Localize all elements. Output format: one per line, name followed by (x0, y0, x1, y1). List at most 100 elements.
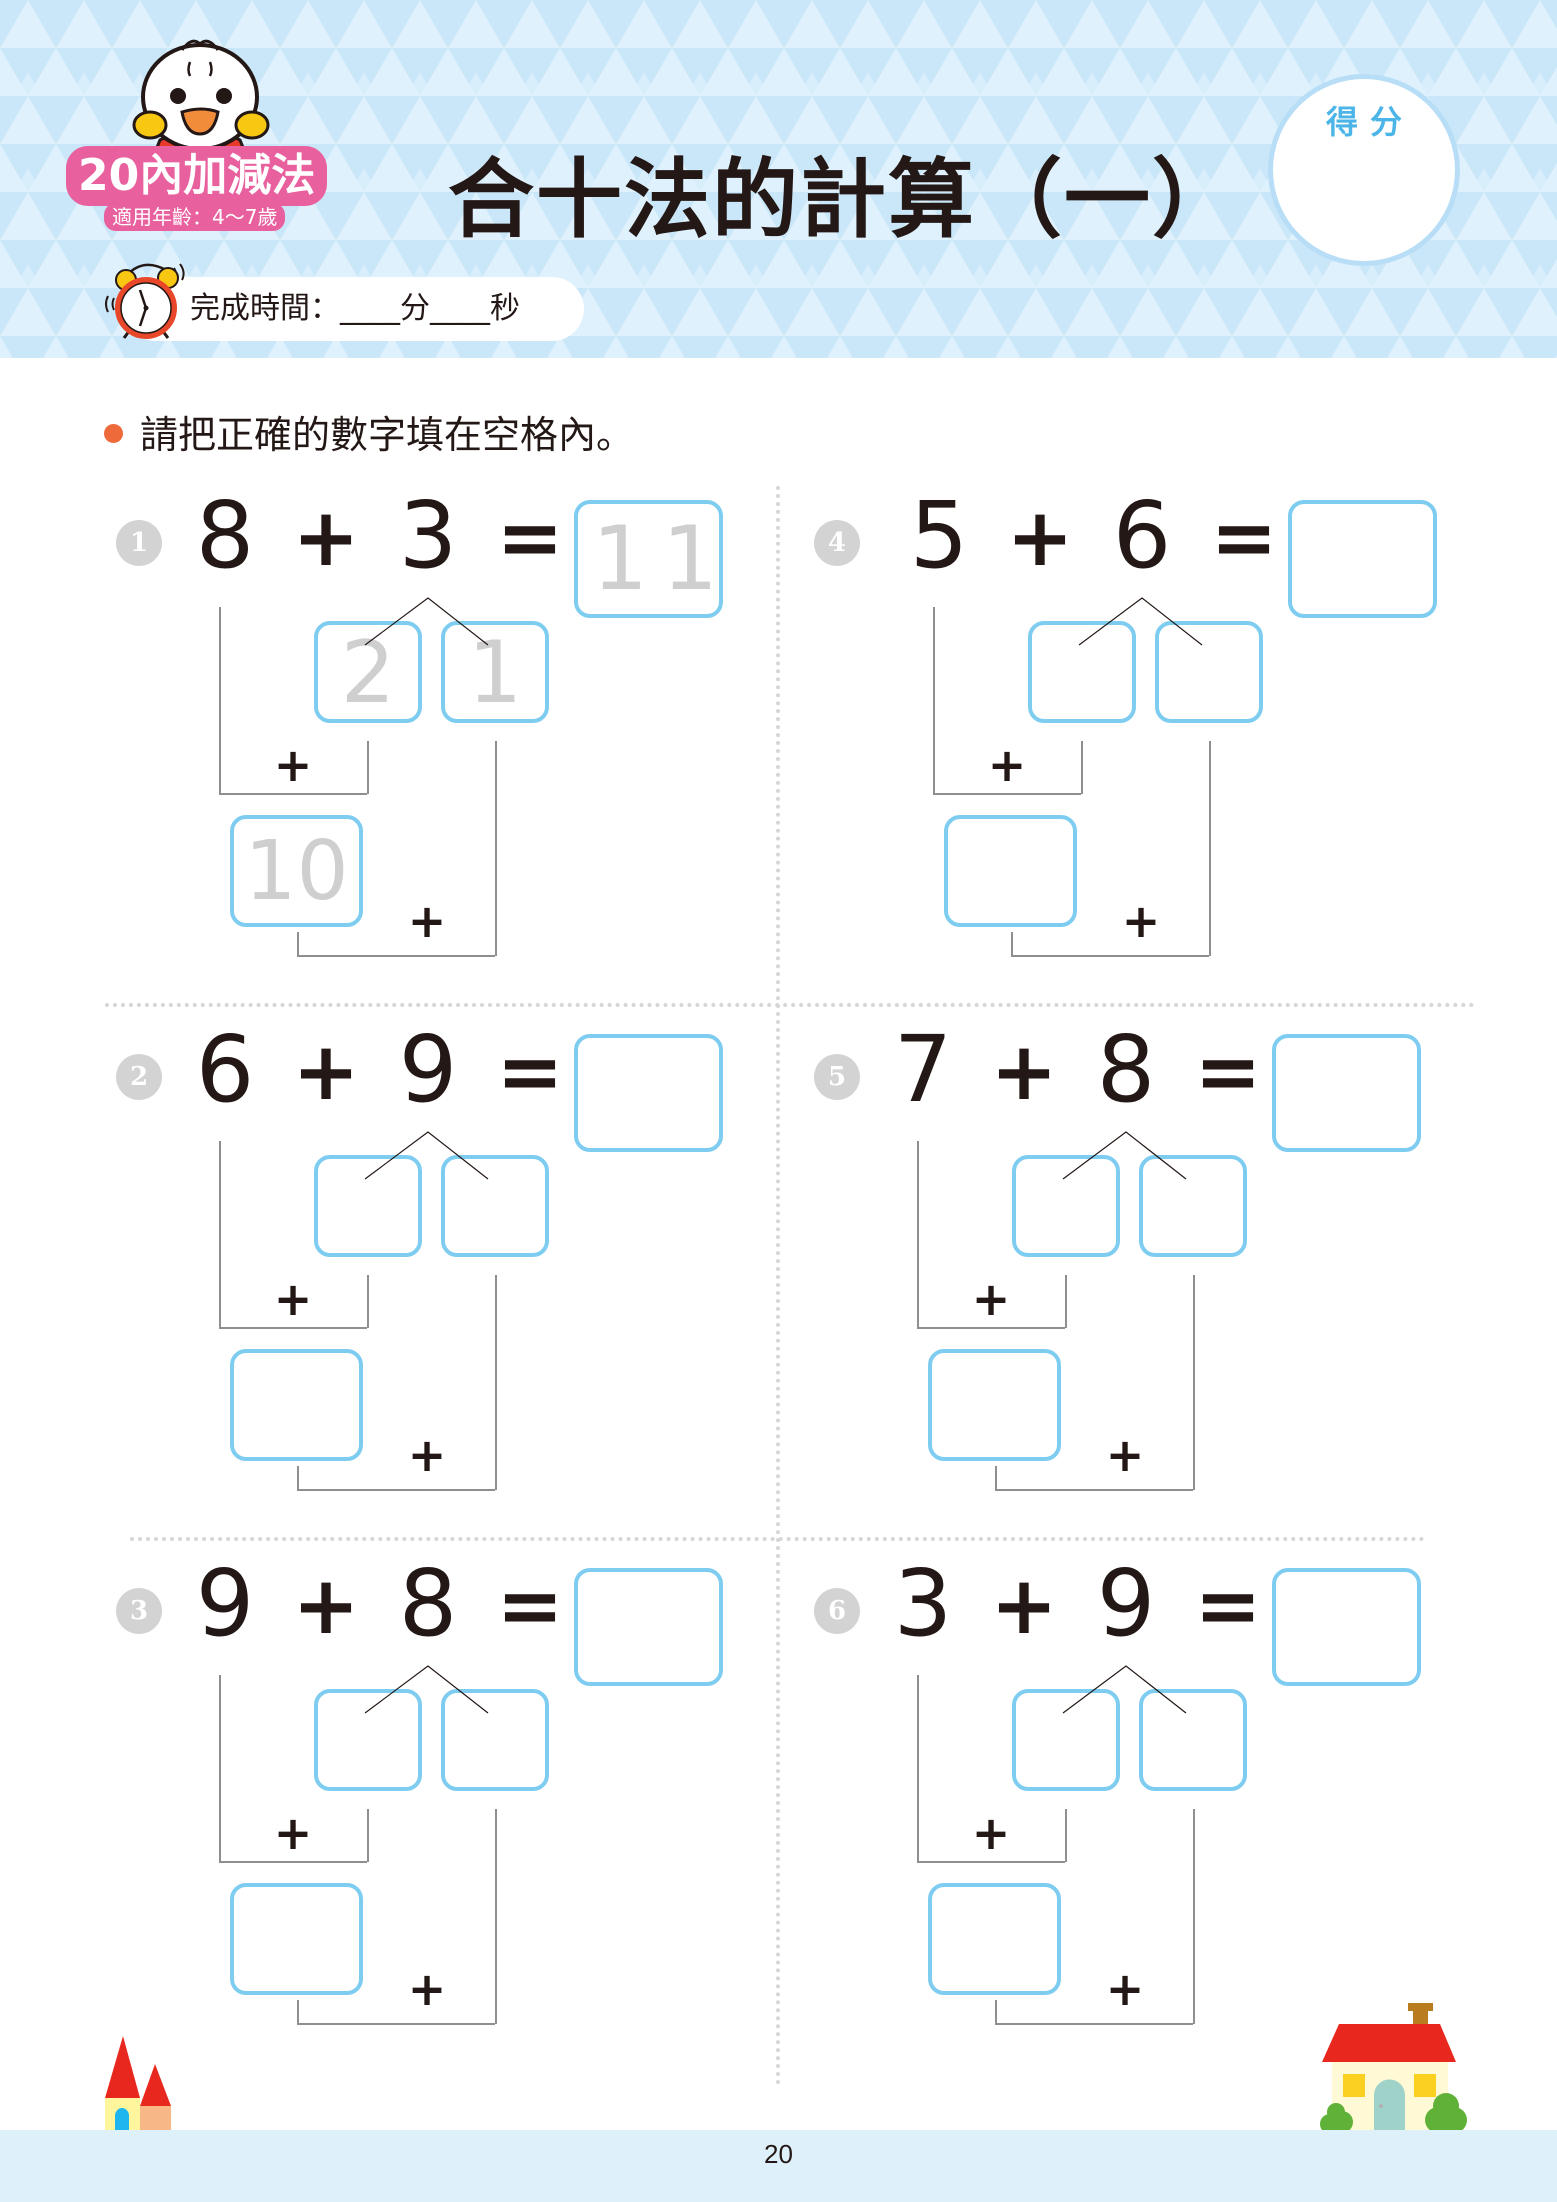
answer-box[interactable]: 11 (574, 500, 723, 618)
split-right-box[interactable] (1139, 1689, 1247, 1791)
make-ten-box[interactable] (944, 815, 1077, 927)
mascot-icon (132, 39, 270, 160)
bracket-line (495, 1275, 497, 1490)
split-right-box[interactable] (441, 1155, 549, 1257)
house-icon (1320, 2003, 1467, 2130)
split-lines (364, 1131, 489, 1180)
answer-box[interactable] (1288, 500, 1437, 618)
addend-b: 6 (1112, 482, 1172, 589)
make-ten-box[interactable]: 10 (230, 815, 363, 927)
make-ten-box[interactable] (928, 1883, 1061, 1995)
split-left-box[interactable] (1028, 621, 1136, 723)
bracket-line (933, 793, 1081, 795)
equals-sign: = (1194, 1559, 1262, 1652)
bracket-plus-sign: + (273, 1272, 313, 1326)
plus-sign: + (1006, 491, 1074, 584)
bracket-line (495, 1809, 497, 2024)
bracket-line (219, 1861, 367, 1863)
split-left-box[interactable] (1012, 1689, 1120, 1791)
age-range-label: 適用年齡：4～7歲 (104, 203, 286, 231)
page-title: 合十法的計算（一） (448, 150, 1240, 250)
addend-a: 9 (195, 1550, 255, 1657)
split-lines (364, 1665, 489, 1714)
make-ten-box[interactable] (928, 1349, 1061, 1461)
addend-b: 8 (398, 1550, 458, 1657)
bracket-line (917, 1141, 919, 1328)
column-divider (776, 486, 780, 2086)
page-number: 20 (764, 2139, 793, 2169)
bracket-line (1209, 741, 1211, 956)
addend-b: 9 (398, 1016, 458, 1123)
bracket-line (917, 1327, 1065, 1329)
addend-b: 9 (1096, 1550, 1156, 1657)
problem-number-badge: 5 (814, 1054, 860, 1100)
bracket-line (219, 793, 367, 795)
answer-box[interactable] (574, 1034, 723, 1152)
addend-a: 8 (195, 482, 255, 589)
plus-sign: + (990, 1559, 1058, 1652)
addend-a: 3 (893, 1550, 953, 1657)
split-left-box[interactable] (1012, 1155, 1120, 1257)
equals-sign: = (1210, 491, 1278, 584)
bracket-line (367, 1809, 369, 1862)
bracket-line (297, 1466, 299, 1490)
answer-box[interactable] (1272, 1568, 1421, 1686)
equals-sign: = (496, 491, 564, 584)
bracket-line (995, 2000, 997, 2024)
bracket-line (367, 741, 369, 794)
header-banner: 20內加減法 適用年齡：4～7歲 合十法的計算（一） 得分 完成時間：____分… (0, 0, 1557, 358)
split-left-box[interactable] (314, 1689, 422, 1791)
bracket-line (367, 1275, 369, 1328)
plus-sign: + (990, 1025, 1058, 1118)
bracket-line (933, 607, 935, 794)
bracket-plus-sign: + (407, 1428, 447, 1482)
bracket-line (1065, 1275, 1067, 1328)
bracket-plus-sign: + (407, 894, 447, 948)
bracket-plus-sign: + (1105, 1428, 1145, 1482)
split-right-box[interactable] (1139, 1155, 1247, 1257)
plus-sign: + (292, 1559, 360, 1652)
make-ten-box[interactable] (230, 1349, 363, 1461)
problem-number-badge: 1 (116, 520, 162, 566)
equals-sign: = (1194, 1025, 1262, 1118)
split-lines (1078, 597, 1203, 646)
split-lines (1062, 1665, 1187, 1714)
alarm-clock-icon (105, 263, 185, 339)
bracket-line (1193, 1809, 1195, 2024)
bracket-line (995, 1466, 997, 1490)
split-left-box[interactable]: 2 (314, 621, 422, 723)
bracket-line (1011, 955, 1209, 957)
equals-sign: = (496, 1559, 564, 1652)
bracket-line (1065, 1809, 1067, 1862)
row-divider-2 (130, 1537, 1425, 1541)
score-circle[interactable]: 得分 (1268, 74, 1460, 266)
bracket-line (297, 2000, 299, 2024)
answer-box[interactable] (1272, 1034, 1421, 1152)
bracket-line (995, 1489, 1193, 1491)
bracket-line (1081, 741, 1083, 794)
bracket-line (297, 932, 299, 956)
series-logo: 20內加減法 (66, 146, 328, 206)
make-ten-box[interactable] (230, 1883, 363, 1995)
plus-sign: + (292, 1025, 360, 1118)
bracket-line (995, 2023, 1193, 2025)
bracket-line (297, 2023, 495, 2025)
equals-sign: = (496, 1025, 564, 1118)
plus-sign: + (292, 491, 360, 584)
split-left-box[interactable] (314, 1155, 422, 1257)
bracket-line (1011, 932, 1013, 956)
bracket-plus-sign: + (971, 1272, 1011, 1326)
row-divider-1 (105, 1003, 1475, 1007)
split-right-box[interactable] (1155, 621, 1263, 723)
problem-number-badge: 6 (814, 1588, 860, 1634)
split-right-box[interactable] (441, 1689, 549, 1791)
split-right-box[interactable]: 1 (441, 621, 549, 723)
instruction-text: 請把正確的數字填在空格內。 (140, 413, 635, 457)
completion-time-field[interactable] (124, 277, 584, 341)
addend-a: 5 (909, 482, 969, 589)
addend-a: 6 (195, 1016, 255, 1123)
bracket-plus-sign: + (273, 738, 313, 792)
addend-a: 7 (893, 1016, 953, 1123)
castle-icon (105, 2036, 171, 2130)
answer-box[interactable] (574, 1568, 723, 1686)
